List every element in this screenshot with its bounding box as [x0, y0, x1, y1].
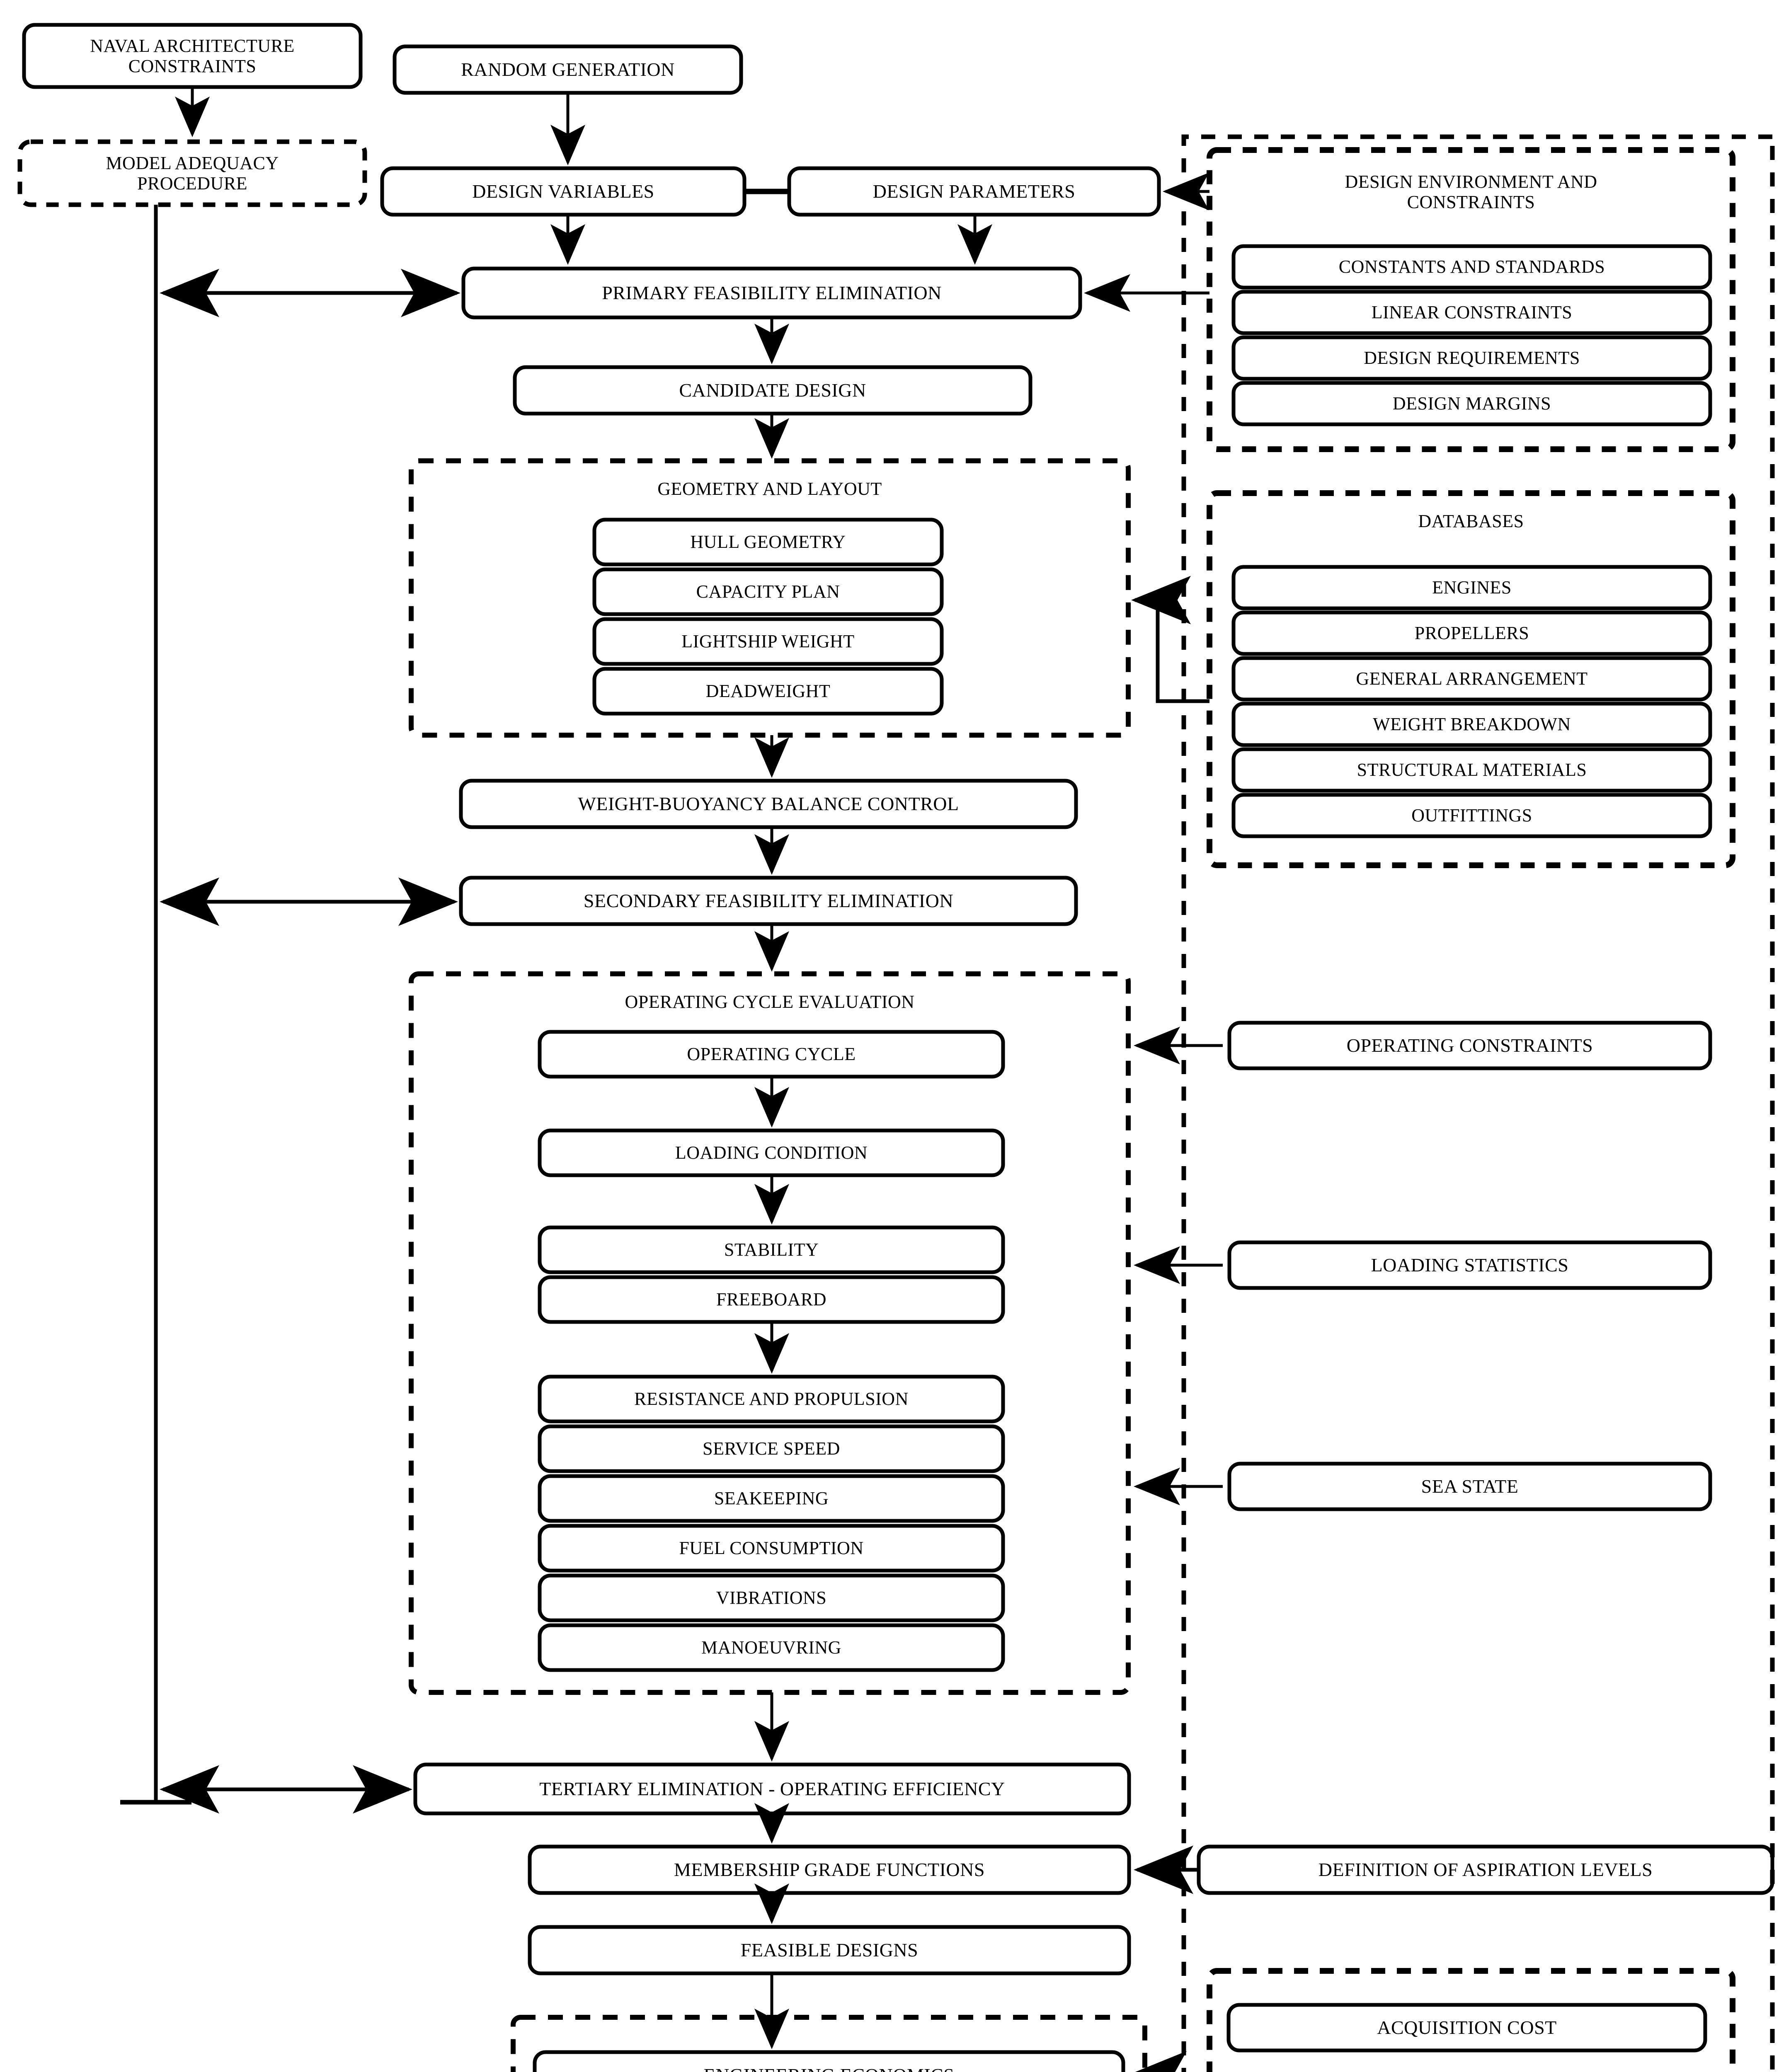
box-design-parameters[interactable]	[787, 166, 1161, 217]
box-resistance-and-propulsion[interactable]	[538, 1375, 1005, 1423]
box-loading-statistics[interactable]	[1227, 1240, 1712, 1290]
box-structural-materials[interactable]	[1231, 747, 1712, 793]
box-seakeeping[interactable]	[538, 1474, 1005, 1523]
box-operating-cycle[interactable]	[538, 1030, 1005, 1079]
box-secondary-feasibility-elimination[interactable]	[459, 876, 1078, 926]
box-constants-and-standards[interactable]	[1231, 244, 1712, 290]
box-engineering-economics[interactable]	[533, 2050, 1125, 2072]
box-manoeuvring[interactable]	[538, 1623, 1005, 1672]
box-weight-buoyancy-balance-control[interactable]	[459, 779, 1078, 829]
box-random-generation[interactable]	[393, 44, 743, 95]
box-fuel-consumption[interactable]	[538, 1524, 1005, 1573]
box-outfittings[interactable]	[1231, 793, 1712, 838]
box-freeboard[interactable]	[538, 1275, 1005, 1324]
box-capacity-plan[interactable]	[592, 567, 944, 616]
edge-databases-to-geometry	[1131, 576, 1209, 703]
box-stability[interactable]	[538, 1225, 1005, 1274]
group-operating-cycle-evaluation	[409, 971, 1131, 1695]
box-acquisition-cost[interactable]	[1226, 2003, 1707, 2053]
box-membership-grade-functions[interactable]	[528, 1844, 1131, 1895]
box-primary-feasibility-elimination[interactable]	[461, 266, 1082, 320]
box-operating-constraints[interactable]	[1227, 1021, 1712, 1070]
box-linear-constraints[interactable]	[1231, 290, 1712, 335]
box-definition-of-aspiration-levels[interactable]	[1197, 1844, 1774, 1895]
box-deadweight[interactable]	[592, 667, 944, 716]
box-propellers[interactable]	[1231, 610, 1712, 656]
box-naval-architecture-constraints[interactable]	[22, 23, 363, 89]
box-vibrations[interactable]	[538, 1573, 1005, 1622]
box-tertiary-elimination-operating-efficiency[interactable]	[413, 1762, 1131, 1815]
box-sea-state[interactable]	[1227, 1462, 1712, 1511]
box-hull-geometry[interactable]	[592, 518, 944, 566]
box-model-adequacy-procedure[interactable]	[17, 139, 367, 207]
box-loading-condition[interactable]	[538, 1128, 1005, 1177]
box-design-margins[interactable]	[1231, 381, 1712, 426]
outer-dashed-container	[1181, 134, 1775, 2072]
box-weight-breakdown[interactable]	[1231, 702, 1712, 747]
box-service-speed[interactable]	[538, 1424, 1005, 1473]
box-general-arrangement[interactable]	[1231, 656, 1712, 702]
box-design-variables[interactable]	[380, 166, 747, 217]
group-databases	[1207, 490, 1735, 868]
box-feasible-designs[interactable]	[528, 1925, 1131, 1975]
box-candidate-design[interactable]	[513, 365, 1032, 416]
group-design-environment-and-constraints	[1207, 147, 1735, 452]
box-design-requirements[interactable]	[1231, 335, 1712, 381]
box-engines[interactable]	[1231, 565, 1712, 610]
box-lightship-weight[interactable]	[592, 617, 944, 666]
group-economics	[511, 2015, 1147, 2072]
